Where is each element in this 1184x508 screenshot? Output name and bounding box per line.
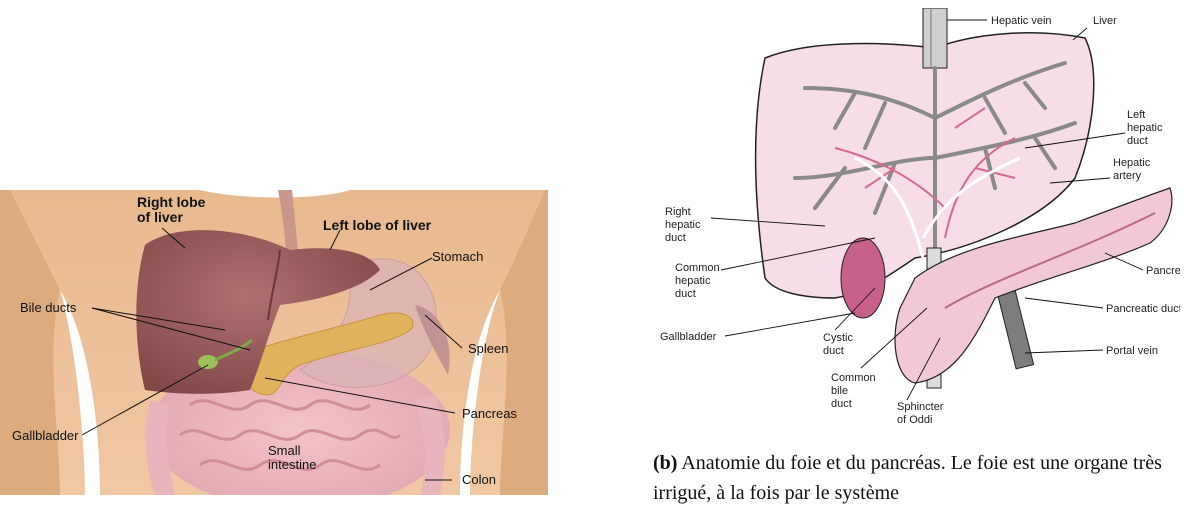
label-hepatic-artery-line1: Hepatic — [1113, 157, 1151, 169]
label-small-intestine-line1: Small — [268, 443, 301, 458]
label-right-lobe-line2: of liver — [137, 209, 183, 225]
label-stomach: Stomach — [432, 249, 483, 264]
label-cystic-duct-line1: Cystic — [823, 332, 853, 344]
abdominal-anatomy-illustration: Right lobe of liver Left lobe of liver S… — [0, 190, 548, 495]
label-common-hepatic-duct-line3: duct — [675, 288, 696, 300]
label-sphincter-line2: of Oddi — [897, 414, 932, 426]
label-left-lobe: Left lobe of liver — [323, 217, 432, 233]
label-right-lobe-line1: Right lobe — [137, 194, 206, 210]
label-cystic-duct-line2: duct — [823, 345, 844, 357]
label-left-hepatic-duct-line2: hepatic — [1127, 122, 1163, 134]
label-common-bile-duct-line2: bile — [831, 385, 848, 397]
caption-text: Anatomie du foie et du pancréas. Le foie… — [653, 452, 1162, 504]
figure-caption: (b) Anatomie du foie et du pancréas. Le … — [653, 448, 1184, 508]
label-left-hepatic-duct-line3: duct — [1127, 135, 1148, 147]
label-bile-ducts: Bile ducts — [20, 300, 77, 315]
label-gallbladder: Gallbladder — [12, 428, 79, 443]
label-right-hepatic-duct-line1: Right — [665, 206, 691, 218]
label-pancreas: Pancreas — [462, 406, 517, 421]
label-colon: Colon — [462, 472, 496, 487]
label-gallbladder: Gallbladder — [660, 331, 717, 343]
label-small-intestine-line2: intestine — [268, 457, 316, 472]
liver-pancreas-illustration: Hepatic vein Liver Left hepatic duct Hep… — [655, 8, 1180, 428]
label-liver: Liver — [1093, 15, 1117, 27]
hepatic-vein-shape — [923, 8, 947, 68]
label-hepatic-vein: Hepatic vein — [991, 15, 1052, 27]
label-portal-vein: Portal vein — [1106, 345, 1158, 357]
label-left-hepatic-duct-line1: Left — [1127, 109, 1145, 121]
label-common-hepatic-duct-line2: hepatic — [675, 275, 711, 287]
gallbladder-shape — [841, 238, 885, 318]
gallbladder-shape — [198, 355, 218, 369]
label-right-hepatic-duct-line3: duct — [665, 232, 686, 244]
label-spleen: Spleen — [468, 341, 508, 356]
label-right-hepatic-duct-line2: hepatic — [665, 219, 701, 231]
label-common-bile-duct-line3: duct — [831, 398, 852, 410]
liver-pancreas-svg: Hepatic vein Liver Left hepatic duct Hep… — [655, 8, 1180, 428]
caption-label: (b) — [653, 452, 677, 474]
label-pancreatic-duct: Pancreatic duct — [1106, 303, 1180, 315]
abdominal-anatomy-svg: Right lobe of liver Left lobe of liver S… — [0, 190, 548, 495]
label-sphincter-line1: Sphincter — [897, 401, 944, 413]
label-pancreas: Pancreas — [1146, 265, 1180, 277]
label-common-bile-duct-line1: Common — [831, 372, 876, 384]
label-common-hepatic-duct-line1: Common — [675, 262, 720, 274]
label-hepatic-artery-line2: artery — [1113, 170, 1142, 182]
